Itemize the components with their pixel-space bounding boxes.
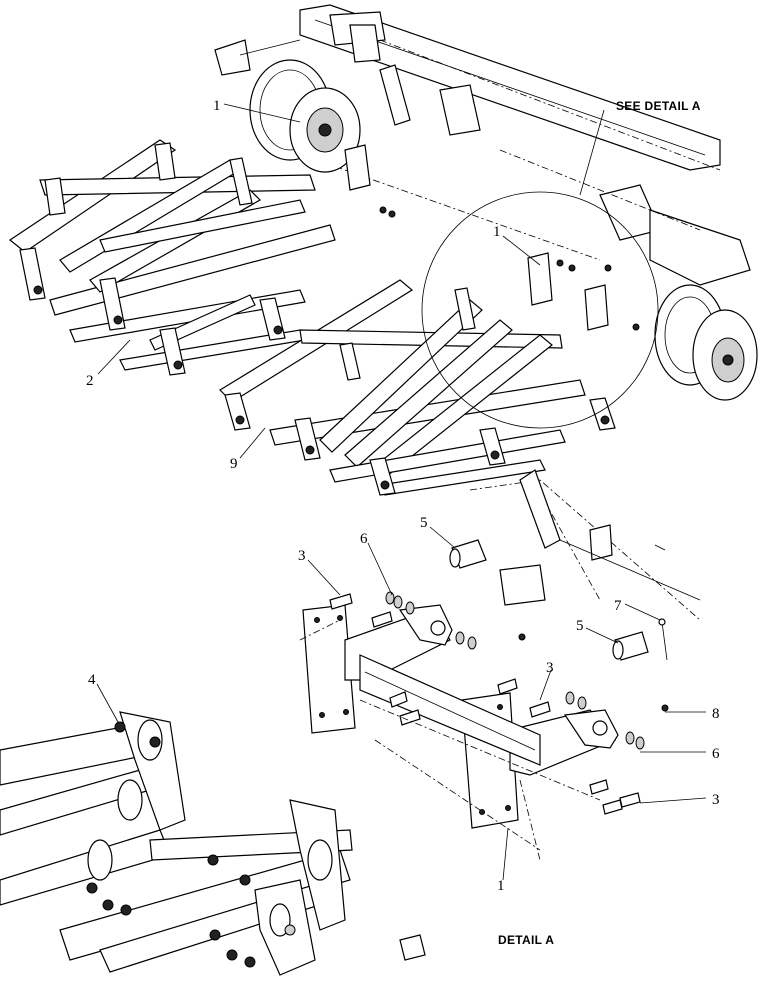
- callout-9: 9: [230, 456, 238, 472]
- callout-5-a: 5: [420, 515, 428, 531]
- callout-8: 8: [712, 706, 720, 722]
- callout-4: 4: [88, 672, 96, 688]
- bolts-washers-detail: [299, 591, 669, 861]
- cultivator-frame-2: [8, 139, 336, 376]
- callout-3-b: 3: [546, 660, 554, 676]
- callout-2: 2: [86, 373, 94, 389]
- rear-wheel-left: [249, 59, 361, 173]
- cultivator-frame-9: [219, 279, 616, 496]
- callout-3-a: 3: [298, 548, 306, 564]
- callout-1-top: 1: [213, 98, 221, 114]
- see-detail-caption: SEE DETAIL A: [616, 99, 701, 113]
- callout-1-circle: 1: [493, 224, 501, 240]
- callout-6-b: 6: [712, 746, 720, 762]
- rear-wheel-right: [654, 284, 758, 401]
- pin-7: [658, 618, 668, 661]
- callout-5-b: 5: [576, 618, 584, 634]
- detail-caption: DETAIL A: [498, 933, 554, 947]
- hitch-brackets-top: [344, 144, 640, 331]
- detail-upper-link: [469, 469, 701, 641]
- leader-lines: [96, 103, 707, 881]
- callout-1-bottom: 1: [497, 878, 505, 894]
- callout-7: 7: [614, 598, 622, 614]
- callout-3-c: 3: [712, 792, 720, 808]
- pin-5b: [612, 631, 649, 661]
- pin-5a: [449, 539, 487, 569]
- crossbar-tube: [359, 654, 541, 766]
- callout-6-a: 6: [360, 531, 368, 547]
- frame-section-detail: [0, 711, 426, 976]
- detail-a-circle: [421, 109, 659, 429]
- nuts-detail: [86, 721, 256, 968]
